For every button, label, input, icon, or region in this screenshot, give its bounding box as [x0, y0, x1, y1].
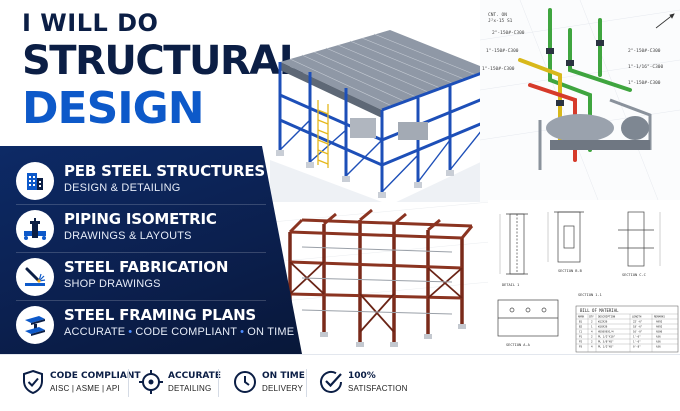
svg-text:A992: A992: [656, 325, 663, 329]
piping-label: 2"-150#-C300: [628, 48, 661, 54]
section-label: SECTION B-B: [558, 269, 582, 273]
piping-label: 1"-1/16"-C300: [628, 64, 664, 70]
clock-icon: [234, 371, 256, 393]
service-piping-isometric: PIPING ISOMETRIC DRAWINGS & LAYOUTS: [16, 208, 296, 252]
svg-text:PL 1/2"X10": PL 1/2"X10": [598, 335, 616, 339]
feature-title: CODE COMPLIANT: [50, 371, 141, 381]
steel-beam-icon: [16, 306, 54, 344]
piping-label: 1"-150#-C300: [628, 80, 661, 86]
svg-text:A36: A36: [656, 345, 661, 349]
svg-text:P1: P1: [579, 335, 583, 339]
bill-of-material-table: BILL OF MATERIAL MARK QTY DESCRIPTION LE…: [575, 305, 679, 353]
service-subtitle: DESIGN & DETAILING: [64, 182, 181, 194]
service-title: PEB STEEL STRUCTURES: [64, 162, 265, 180]
building-icon: [16, 162, 54, 200]
feature-title: ACCURATE: [168, 371, 221, 381]
bullet-dot: •: [240, 326, 245, 338]
services-panel: PEB STEEL STRUCTURES DESIGN & DETAILING …: [0, 146, 302, 354]
svg-text:A36: A36: [656, 335, 661, 339]
bom-title: BILL OF MATERIAL: [580, 308, 619, 313]
svg-text:DESCRIPTION: DESCRIPTION: [598, 315, 616, 319]
divider: [16, 300, 266, 301]
piping-label: CNT. ON: [488, 12, 507, 18]
peb-steel-structure-illustration: [270, 30, 506, 205]
svg-text:0'-8": 0'-8": [633, 345, 641, 349]
svg-text:MARK: MARK: [578, 315, 585, 319]
shop-drawing-illustration: DETAIL 1 SECTION B-B SECTION C-C SECTION…: [488, 200, 680, 354]
svg-text:2: 2: [591, 340, 593, 344]
svg-text:1'-0": 1'-0": [633, 340, 641, 344]
feature-subtitle: DETAILING: [168, 384, 212, 393]
feature-subtitle: SATISFACTION: [348, 384, 408, 393]
welding-icon: [16, 258, 54, 296]
feature-title: ON TIME: [262, 371, 305, 381]
bullet-dot: •: [128, 326, 133, 338]
svg-text:HSS6X6X1/4: HSS6X6X1/4: [598, 330, 614, 334]
headline: I WILL DO STRUCTURAL DESIGN: [22, 8, 304, 134]
section-label: SECTION C-C: [622, 273, 646, 277]
piping-label: 1"-150#-C300: [486, 48, 519, 54]
svg-text:1'-6": 1'-6": [633, 335, 641, 339]
crosshair-icon: [139, 370, 163, 394]
divider: [218, 369, 219, 397]
svg-text:P2: P2: [579, 340, 583, 344]
service-peb-steel: PEB STEEL STRUCTURES DESIGN & DETAILING: [16, 160, 296, 204]
feature-subtitle: DELIVERY: [262, 384, 304, 393]
piping-label: 2"-150#-C300: [492, 30, 525, 36]
divider: [16, 252, 266, 253]
service-title: STEEL FRAMING PLANS: [64, 306, 257, 324]
svg-text:2: 2: [591, 320, 593, 324]
pipe-valve-icon: [16, 210, 54, 248]
svg-text:16'-0": 16'-0": [633, 330, 643, 334]
shield-check-icon: [23, 369, 43, 395]
feature-bar: CODE COMPLIANT AISC | ASME | API ACCURAT…: [0, 354, 680, 411]
svg-text:22'-6": 22'-6": [633, 320, 643, 324]
svg-text:4: 4: [591, 345, 593, 349]
svg-text:A36: A36: [656, 340, 661, 344]
steel-framing-illustration: [272, 202, 490, 354]
check-circle-icon: [320, 370, 342, 393]
headline-line-3: DESIGN: [22, 83, 205, 134]
svg-text:LENGTH: LENGTH: [632, 315, 642, 319]
svg-text:A500: A500: [656, 330, 663, 334]
section-label: SECTION 1-1: [578, 293, 602, 297]
service-steel-framing: STEEL FRAMING PLANS ACCURATE•CODE COMPLI…: [16, 304, 296, 348]
headline-line-2: STRUCTURAL: [22, 38, 304, 84]
divider: [128, 369, 129, 397]
feature-subtitle: AISC | ASME | API: [50, 384, 120, 393]
service-title: PIPING ISOMETRIC: [64, 210, 217, 228]
feature-title: 100%: [348, 371, 376, 381]
section-label: DETAIL 1: [502, 283, 519, 287]
divider: [306, 369, 307, 397]
svg-text:A992: A992: [656, 320, 663, 324]
svg-text:C1: C1: [579, 330, 583, 334]
svg-text:B1: B1: [579, 320, 583, 324]
svg-text:B2: B2: [579, 325, 583, 329]
subtitle-item: ON TIME: [247, 326, 295, 338]
subtitle-item: CODE COMPLIANT: [135, 326, 238, 338]
svg-text:2: 2: [591, 335, 593, 339]
service-subtitle: SHOP DRAWINGS: [64, 278, 161, 290]
svg-text:W12X26: W12X26: [598, 320, 608, 324]
svg-text:REMARKS: REMARKS: [654, 315, 665, 319]
subtitle-item: ACCURATE: [64, 326, 126, 338]
piping-isometric-illustration: CNT. ON J²x-15 S1 2"-150#-C300 1"-150#-C…: [480, 0, 680, 205]
svg-text:P3: P3: [579, 345, 583, 349]
svg-text:1: 1: [591, 325, 593, 329]
headline-line-1: I WILL DO: [22, 9, 159, 37]
divider: [16, 204, 266, 205]
svg-text:PL 1/2"X6": PL 1/2"X6": [598, 345, 614, 349]
svg-text:PL 3/8"X6": PL 3/8"X6": [598, 340, 614, 344]
service-title: STEEL FABRICATION: [64, 258, 229, 276]
service-subtitle: DRAWINGS & LAYOUTS: [64, 230, 192, 242]
svg-text:W10X26: W10X26: [598, 325, 608, 329]
svg-text:18'-6": 18'-6": [633, 325, 643, 329]
piping-label: J²x-15 S1: [488, 18, 513, 24]
service-steel-fabrication: STEEL FABRICATION SHOP DRAWINGS: [16, 256, 296, 300]
section-label: SECTION A-A: [506, 343, 531, 347]
piping-label: 1"-150#-C300: [482, 66, 515, 72]
service-subtitle-list: ACCURATE•CODE COMPLIANT•ON TIME: [64, 326, 294, 338]
svg-text:QTY: QTY: [589, 315, 594, 319]
svg-text:4: 4: [591, 330, 593, 334]
